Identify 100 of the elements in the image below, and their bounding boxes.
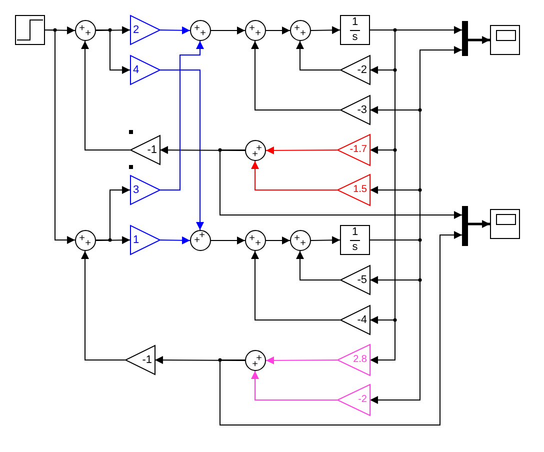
- gain-value: 4: [133, 64, 140, 76]
- signal-arrow: [251, 250, 340, 320]
- sum-block: [290, 230, 311, 251]
- gain-block: [130, 225, 160, 255]
- plus-sign: +: [194, 236, 200, 246]
- plus-sign: +: [256, 354, 262, 364]
- gain-block: [337, 384, 370, 416]
- denominator: s: [352, 242, 358, 254]
- gain-value: -4: [357, 314, 367, 326]
- sum-block: [190, 230, 211, 251]
- sum-block: [190, 20, 211, 41]
- gain-block: [337, 344, 370, 376]
- gain-value: -1.7: [350, 145, 367, 155]
- numerator: 1: [352, 226, 358, 238]
- gain-block: [125, 345, 155, 375]
- signal-arrow: [266, 236, 290, 244]
- gain-value: -2: [357, 64, 367, 76]
- signal-arrow: [310, 26, 340, 34]
- integrator-block: [340, 15, 370, 45]
- signal-arrow: [96, 186, 130, 240]
- plus-sign: +: [194, 24, 200, 34]
- signal-arrow: [160, 236, 190, 244]
- numerator: 1: [352, 16, 358, 28]
- signal-arrow: [96, 26, 130, 34]
- signal-arrow: [81, 40, 130, 150]
- sum-block: [75, 230, 96, 251]
- signal-arrow: [96, 30, 130, 74]
- gain-value: 2.8: [353, 355, 367, 365]
- plus-sign: +: [79, 234, 85, 244]
- plus-sign: +: [255, 239, 261, 249]
- scope-block: [490, 209, 520, 239]
- gain-block: [340, 55, 370, 85]
- signal-arrow: [210, 236, 246, 244]
- plus-sign: +: [300, 239, 306, 249]
- gain-block: [337, 134, 370, 166]
- signal-arrow: [81, 250, 126, 360]
- signal-arrow: [468, 36, 490, 44]
- signal-arrow: [296, 250, 340, 280]
- signal-arrow: [220, 150, 462, 219]
- gain-value: -2: [358, 395, 367, 405]
- signal-arrow: [266, 356, 338, 364]
- signal-arrow: [266, 26, 290, 34]
- signal-arrow: [266, 146, 338, 154]
- gain-value: 3: [133, 184, 140, 196]
- sum-block: [245, 140, 266, 161]
- signal-arrow: [160, 70, 204, 230]
- plus-sign: +: [256, 144, 262, 154]
- signal-arrow: [310, 236, 340, 244]
- gain-block: [340, 265, 370, 295]
- gain-value: 1.5: [353, 185, 367, 195]
- signal-arrow: [160, 146, 246, 154]
- signal-arrow: [44, 30, 76, 244]
- step-block: [15, 15, 45, 45]
- gain-value: -1: [142, 354, 152, 366]
- plus-sign: +: [249, 24, 255, 34]
- plus-sign: +: [79, 24, 85, 34]
- plus-sign: +: [199, 231, 205, 241]
- plus-sign: +: [200, 29, 206, 39]
- plus-sign: +: [300, 29, 306, 39]
- signal-arrow: [251, 370, 338, 400]
- plus-sign: +: [85, 239, 91, 249]
- denominator: s: [352, 32, 358, 44]
- mux-bar: [462, 206, 468, 246]
- plus-sign: +: [255, 29, 261, 39]
- signal-arrow: [370, 240, 420, 404]
- signal-arrow: [160, 40, 204, 190]
- gain-value: -1: [147, 144, 157, 156]
- signal-arrow: [468, 220, 490, 228]
- gain-block: [337, 174, 370, 206]
- signal-arrow: [370, 186, 420, 240]
- signal-arrow: [220, 231, 462, 426]
- signal-arrow: [160, 26, 190, 34]
- sum-block: [290, 20, 311, 41]
- mux-bar: [462, 21, 468, 56]
- signal-arrow: [96, 236, 130, 244]
- sum-block: [75, 20, 96, 41]
- plus-sign: +: [252, 150, 258, 160]
- sum-block: [245, 20, 266, 41]
- plus-sign: +: [294, 234, 300, 244]
- gain-block: [130, 175, 160, 205]
- gain-block: [340, 95, 370, 125]
- gain-value: -5: [357, 274, 367, 286]
- signal-arrow: [296, 40, 340, 70]
- gain-value: -3: [357, 104, 367, 116]
- integrator-block: [340, 225, 370, 255]
- plus-sign: +: [294, 24, 300, 34]
- gain-block: [130, 55, 160, 85]
- gain-block: [130, 15, 160, 45]
- gain-block: [130, 135, 160, 165]
- plus-sign: +: [249, 234, 255, 244]
- signal-arrow: [154, 356, 246, 364]
- sum-block: [245, 230, 266, 251]
- signal-arrow: [251, 160, 338, 190]
- plus-sign: +: [252, 360, 258, 370]
- signal-arrow: [251, 40, 340, 110]
- gain-value: 2: [133, 24, 140, 36]
- gain-block: [340, 305, 370, 335]
- signal-arrow: [210, 26, 246, 34]
- scope-block: [490, 25, 520, 55]
- sum-block: [245, 350, 266, 371]
